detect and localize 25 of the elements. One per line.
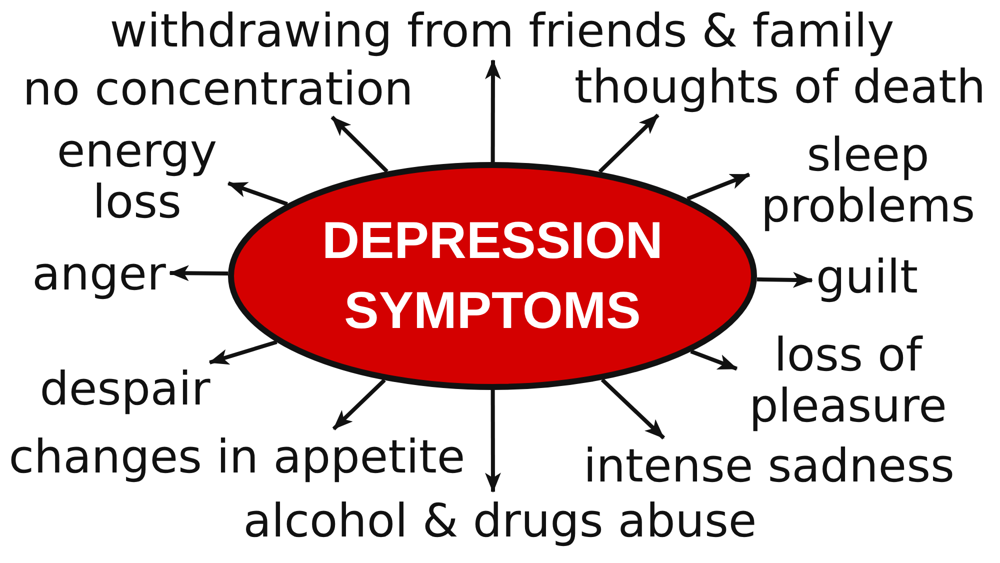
- arrow: [484, 390, 501, 493]
- symptom-label: no concentration: [22, 64, 414, 114]
- symptom-label: intense sadness: [583, 440, 955, 492]
- arrow: [227, 181, 288, 206]
- arrow: [330, 116, 388, 173]
- arrow: [598, 114, 660, 174]
- symptom-label: energy loss: [50, 125, 224, 227]
- symptom-label: withdrawing from friends & family: [110, 6, 894, 56]
- symptom-label: anger: [32, 248, 166, 300]
- arrow: [332, 378, 386, 430]
- symptom-label: sleep problems: [753, 129, 983, 231]
- arrow: [690, 350, 738, 371]
- arrow: [686, 172, 750, 201]
- symptom-label: alcohol & drugs abuse: [243, 496, 757, 546]
- oval-title: DEPRESSION SYMPTOMS: [321, 211, 664, 342]
- arrow: [484, 59, 501, 162]
- symptom-label: guilt: [816, 252, 918, 302]
- symptom-label: despair: [40, 364, 210, 414]
- symptom-label: changes in appetite: [8, 432, 466, 482]
- arrow: [600, 378, 666, 440]
- arrow: [168, 265, 228, 282]
- symptom-label: loss of pleasure: [740, 329, 956, 431]
- arrow: [208, 340, 278, 365]
- arrow: [756, 272, 813, 288]
- symptom-label: thoughts of death: [574, 62, 986, 112]
